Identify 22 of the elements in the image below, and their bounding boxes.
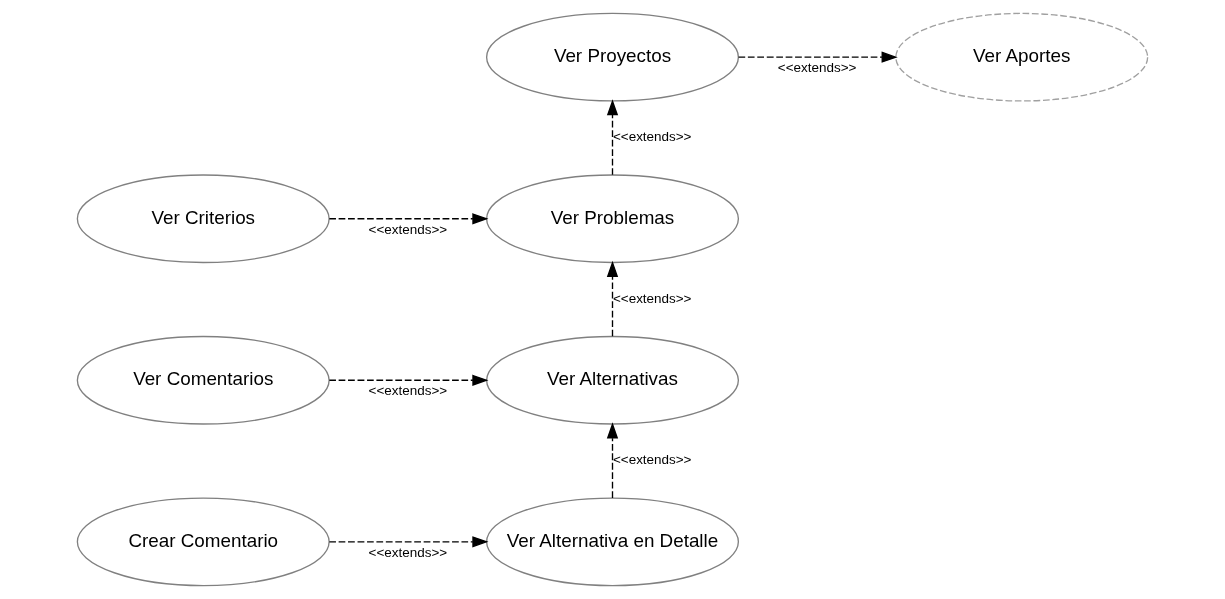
- edge-label: <<extends>>: [368, 221, 448, 237]
- edge-label: <<extends>>: [368, 544, 448, 560]
- node-ellipse: Ver Alternativas: [485, 335, 740, 425]
- node-ellipse: Ver Criterios: [76, 174, 330, 264]
- arrow: [606, 260, 619, 338]
- arrow: [328, 374, 489, 386]
- edge-label: <<extends>>: [368, 383, 448, 399]
- edge-label: <<extends>>: [777, 59, 857, 75]
- node-ellipse: Crear Comentario: [76, 497, 330, 587]
- arrow: [328, 213, 489, 225]
- arrow: [737, 51, 898, 63]
- node-ellipse: Ver Aportes: [895, 12, 1149, 102]
- arrow: [328, 536, 489, 548]
- edge-label: <<extends>>: [612, 290, 692, 306]
- arrow: [606, 422, 619, 499]
- node-ellipse: Ver Comentarios: [76, 335, 330, 425]
- node-ellipse: Ver Proyectos: [485, 12, 740, 102]
- node-ellipse: Ver Problemas: [485, 174, 740, 264]
- edge-label: <<extends>>: [612, 129, 692, 145]
- edge-label: <<extends>>: [612, 452, 692, 468]
- node-ellipse: Ver Alternativa en Detalle: [485, 497, 740, 587]
- arrow: [606, 99, 619, 176]
